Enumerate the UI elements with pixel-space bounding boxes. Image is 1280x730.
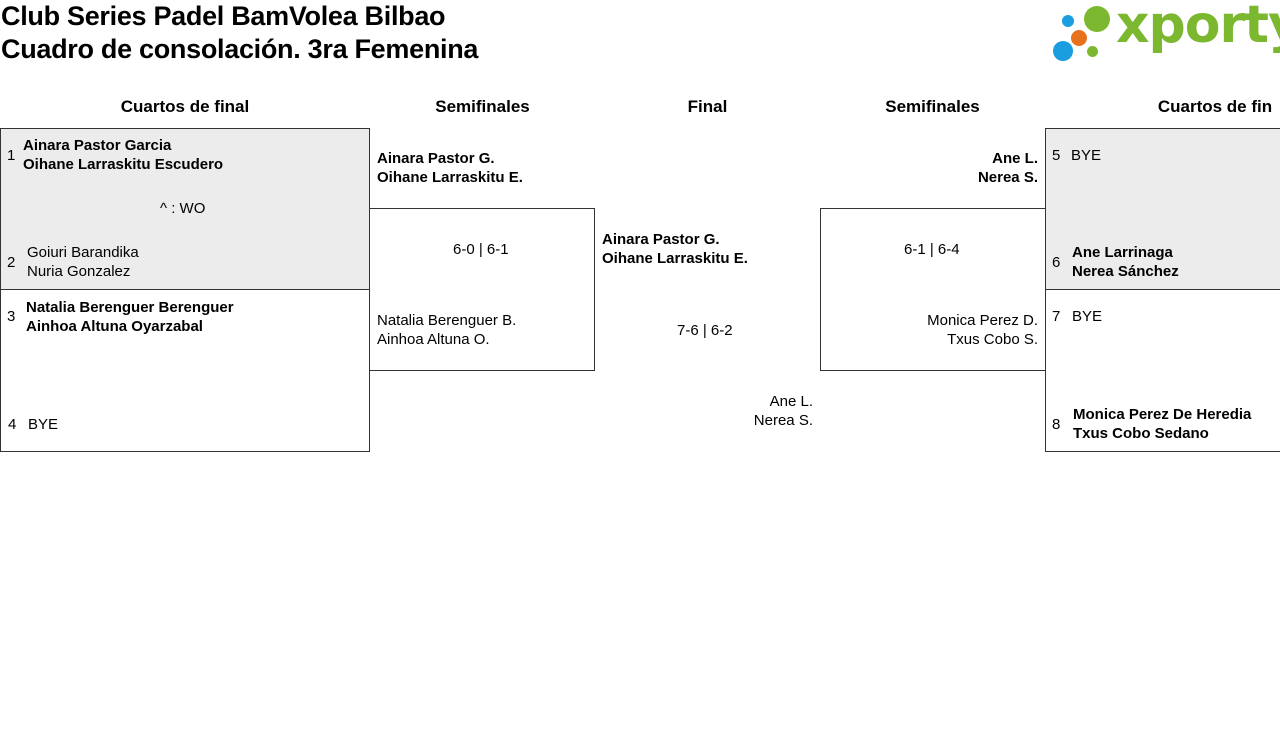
logo-dot-green (1084, 6, 1110, 32)
player-name: Nuria Gonzalez (27, 263, 131, 280)
logo-dot-green-small (1087, 46, 1098, 57)
seed-number: 3 (7, 308, 16, 325)
player-name: Natalia Berenguer Berenguer (26, 299, 234, 316)
header-sf-right: Semifinales (885, 97, 980, 116)
player-name: Txus Cobo Sedano (1073, 425, 1209, 442)
player-name: Ainara Pastor Garcia (23, 137, 172, 154)
seed-number: 7 (1052, 308, 1061, 325)
right-qf-match-1 (1045, 128, 1280, 290)
page-title: Club Series Padel BamVolea Bilbao Cuadro… (1, 0, 478, 66)
player-name: Ainhoa Altuna Oyarzabal (26, 318, 203, 335)
player-name: Ane Larrinaga (1072, 244, 1173, 261)
player-name: Ainhoa Altuna O. (377, 331, 490, 348)
player-name: Monica Perez De Heredia (1073, 406, 1252, 423)
player-name: Ainara Pastor G. (377, 150, 495, 167)
player-name: Ane L. (769, 393, 813, 410)
seed-number: 6 (1052, 254, 1061, 271)
player-name: Oihane Larraskitu Escudero (23, 156, 224, 173)
player-name: Nerea S. (977, 169, 1038, 186)
header-sf-left: Semifinales (435, 97, 530, 116)
player-name: Ainara Pastor G. (602, 231, 720, 248)
bye-label: BYE (1072, 308, 1103, 325)
right-qf-match-2 (1045, 289, 1280, 452)
draw-name: Cuadro de consolación. 3ra Femenina (1, 34, 479, 64)
player-name: Oihane Larraskitu E. (602, 250, 748, 267)
logo-dot-orange (1071, 30, 1087, 46)
header-qf-right: Cuartos de fin (1157, 97, 1273, 116)
final-score: 7-6 | 6-2 (677, 322, 733, 339)
walkover-note: ^ : WO (160, 200, 206, 217)
player-name: Monica Perez D. (927, 312, 1038, 329)
bye-label: BYE (28, 416, 59, 433)
header-qf-left: Cuartos de final (120, 97, 250, 116)
seed-number: 5 (1052, 147, 1061, 164)
player-name: Oihane Larraskitu E. (377, 169, 523, 186)
player-name: Nerea S. (753, 412, 813, 429)
seed-number: 8 (1052, 416, 1061, 433)
tournament-name: Club Series Padel BamVolea Bilbao (1, 1, 446, 31)
logo-dot-blue (1053, 41, 1073, 61)
seed-number: 1 (7, 147, 16, 164)
seed-number: 4 (8, 416, 17, 433)
logo-dot-blue-small (1062, 15, 1074, 27)
player-name: Goiuri Barandika (27, 244, 139, 261)
match-score: 6-1 | 6-4 (904, 241, 960, 258)
xporty-logo[interactable]: xporty (1050, 0, 1280, 68)
logo-wordmark: xporty (1116, 0, 1280, 55)
player-name: Ane L. (992, 150, 1038, 167)
seed-number: 2 (7, 254, 16, 271)
left-qf-match-1 (0, 128, 370, 290)
player-name: Natalia Berenguer B. (377, 312, 517, 329)
bye-label: BYE (1071, 147, 1102, 164)
left-sf-bracket (369, 208, 595, 371)
player-name: Txus Cobo S. (947, 331, 1038, 348)
header-final: Final (687, 97, 728, 116)
match-score: 6-0 | 6-1 (453, 241, 509, 258)
player-name: Nerea Sánchez (1072, 263, 1179, 280)
